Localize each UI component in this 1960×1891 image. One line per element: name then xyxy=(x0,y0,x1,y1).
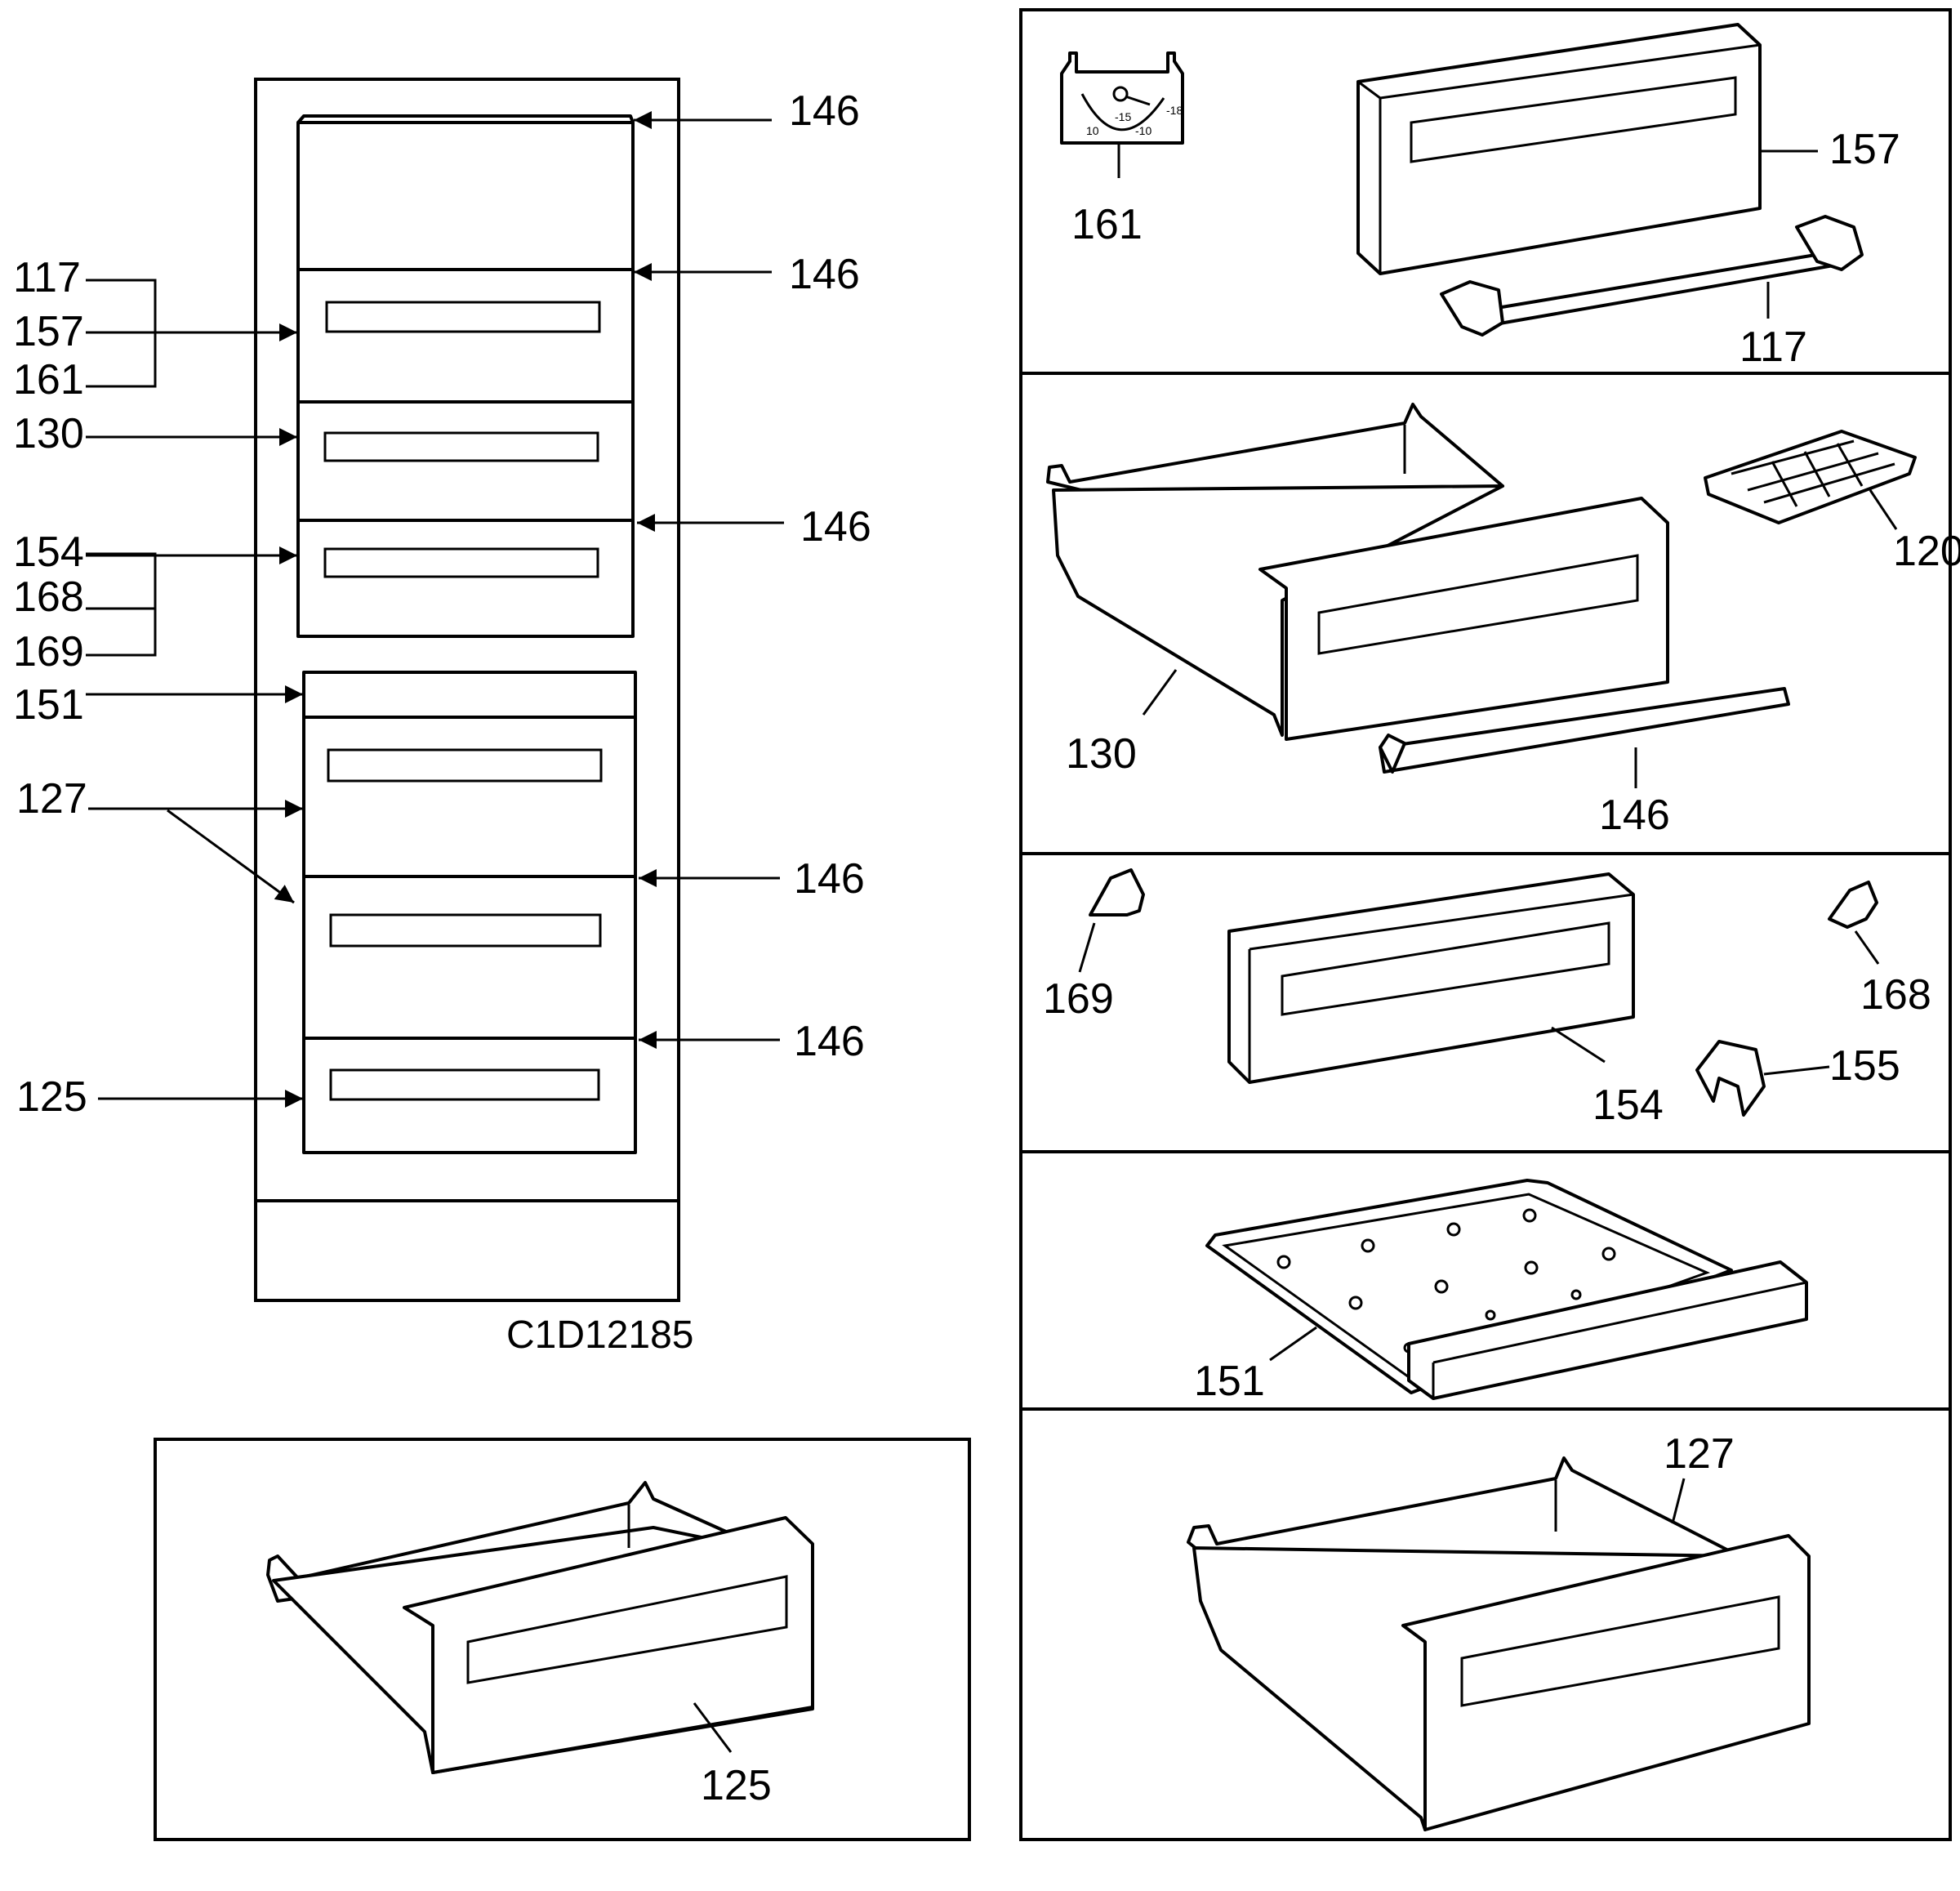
drawer-125-handle-slot xyxy=(466,1575,788,1684)
drawer-127-rim xyxy=(1187,1456,1741,1558)
clip-155 xyxy=(1695,1040,1766,1117)
drawer-127-upper-front xyxy=(302,716,637,878)
lower-drawer-stack xyxy=(302,671,637,1154)
panel-drawer-125: 125 xyxy=(154,1438,971,1841)
thermometer-161: 10 -15 -18 -10 xyxy=(1060,51,1184,178)
label-169-detail: 169 xyxy=(1043,975,1114,1023)
tray-151-front xyxy=(1407,1260,1808,1400)
label-168: 168 xyxy=(13,573,84,621)
dial-low: -10 xyxy=(1135,124,1152,137)
clip-168 xyxy=(1828,881,1878,929)
label-127: 127 xyxy=(16,775,87,823)
label-117-detail: 117 xyxy=(1740,323,1807,371)
runner-callouts: 146 146 146 146 146 xyxy=(634,87,871,1065)
dial-right: -18 xyxy=(1166,104,1183,117)
panel-5: 127 xyxy=(1187,1430,1811,1831)
cabinet-outline xyxy=(254,78,680,1302)
drawer-157-front xyxy=(296,268,635,404)
runner-146 xyxy=(1379,687,1790,774)
label-155-detail: 155 xyxy=(1829,1042,1900,1090)
drawer-130-handle-slot xyxy=(1317,554,1639,655)
label-125-detail: 125 xyxy=(701,1762,772,1809)
label-146-3: 146 xyxy=(800,503,871,551)
tray-151-body xyxy=(1205,1179,1733,1394)
panel-1: 10 -15 -18 -10 161 157 117 xyxy=(1060,23,1900,371)
label-125: 125 xyxy=(16,1073,87,1121)
front-panel-157-slot xyxy=(1410,76,1737,163)
label-146-top: 146 xyxy=(789,87,860,135)
label-117: 117 xyxy=(13,254,81,301)
tray-151-front xyxy=(302,671,637,719)
drawer-157-handle xyxy=(325,301,601,333)
drawer-127-lower-handle xyxy=(329,913,602,948)
label-157: 157 xyxy=(13,308,84,355)
drawer-127-handle-slot xyxy=(1460,1595,1780,1707)
drawer-130-handle xyxy=(323,431,599,462)
label-120-detail: 120 xyxy=(1893,528,1960,575)
drawer-130-body xyxy=(1052,484,1504,737)
label-151: 151 xyxy=(13,681,84,729)
label-130: 130 xyxy=(13,410,84,457)
front-panel-154-slot xyxy=(1281,921,1610,1016)
dial-left: 10 xyxy=(1086,124,1099,137)
clip-169 xyxy=(1089,868,1145,917)
label-161: 161 xyxy=(13,356,84,404)
freezer-overview: 146 146 146 146 146 117 157 161 130 154 … xyxy=(13,78,871,1357)
label-168-detail: 168 xyxy=(1860,971,1931,1019)
diagram-code: C1D12185 xyxy=(506,1313,694,1357)
drawer-127-front-panel xyxy=(1401,1534,1811,1831)
ice-tray-120 xyxy=(1704,430,1917,524)
panel-4: 151 xyxy=(1194,1179,1808,1405)
label-146-detail: 146 xyxy=(1599,792,1670,839)
panel-2: 130 120 146 xyxy=(1046,403,1960,839)
label-169: 169 xyxy=(13,628,84,676)
upper-drawer-stack xyxy=(296,114,635,638)
right-column-frame xyxy=(1019,8,1952,1841)
drawer-127-lower-front xyxy=(302,875,637,1040)
top-compartment xyxy=(296,121,635,271)
tray-151-holes xyxy=(1276,1208,1616,1354)
label-146-4: 146 xyxy=(794,855,865,903)
label-161-detail: 161 xyxy=(1071,201,1143,248)
drawer-127-upper-handle xyxy=(327,748,603,783)
dial-center: -15 xyxy=(1115,110,1131,123)
label-127-detail: 127 xyxy=(1664,1430,1735,1478)
rail-117 xyxy=(1440,215,1864,337)
right-column: 10 -15 -18 -10 161 157 117 xyxy=(1019,8,1960,1841)
label-154-detail: 154 xyxy=(1592,1082,1664,1129)
drawer-125-handle xyxy=(329,1068,600,1101)
label-151-detail: 151 xyxy=(1194,1358,1265,1405)
label-154: 154 xyxy=(13,528,84,576)
label-146-5: 146 xyxy=(794,1018,865,1065)
drawer-154-front xyxy=(296,519,635,638)
label-146-2: 146 xyxy=(789,251,860,298)
label-130-detail: 130 xyxy=(1066,730,1137,778)
panel-125-frame xyxy=(154,1438,971,1841)
label-157-detail: 157 xyxy=(1829,126,1900,173)
left-callouts: 117 157 161 130 154 168 169 151 127 125 xyxy=(13,254,303,1121)
drawer-154-handle xyxy=(323,547,599,578)
panel-3: 169 154 168 155 xyxy=(1043,868,1931,1129)
